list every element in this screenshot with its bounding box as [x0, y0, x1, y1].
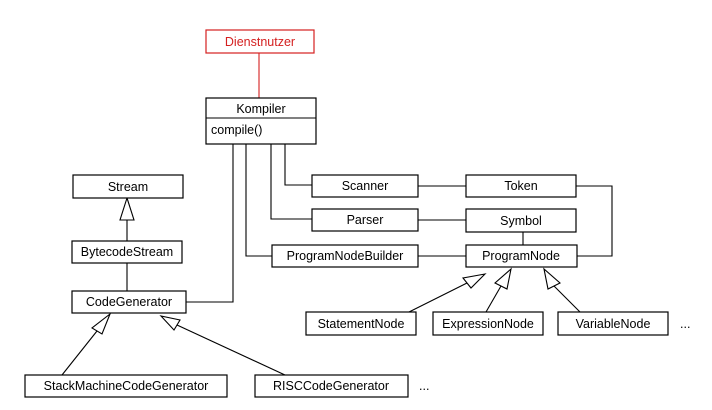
- scanner-box: [311, 174, 419, 198]
- kompiler-codegen-link: [186, 144, 234, 303]
- token-label: Token: [504, 179, 537, 193]
- class-dienstnutzer: Dienstnutzer: [205, 29, 315, 54]
- symbol-label: Symbol: [500, 214, 542, 228]
- symbol-box: [465, 208, 577, 233]
- statementnode-label: StatementNode: [318, 317, 405, 331]
- stream-generalization-arrow: [119, 196, 135, 221]
- stream-box: [72, 174, 184, 199]
- class-bytecodestream: BytecodeStream: [71, 240, 183, 264]
- risc-generalization-line: [176, 324, 286, 376]
- parser-box: [311, 208, 419, 232]
- programnodebuilder-box: [271, 244, 419, 268]
- class-programnodebuilder: ProgramNodeBuilder: [271, 244, 419, 268]
- risccodegenerator-label: RISCCodeGenerator: [273, 379, 389, 393]
- generalization-arrows: [91, 196, 561, 335]
- kompiler-label: Kompiler: [236, 102, 285, 116]
- variable-generalization-arrow: [543, 267, 561, 290]
- bytecodestream-box: [71, 240, 183, 264]
- stackmachine-generalization-arrow: [91, 312, 112, 335]
- kompiler-builder-link: [245, 144, 272, 257]
- dienstnutzer-box: [205, 29, 315, 54]
- class-kompiler: Kompiler compile(): [205, 97, 317, 145]
- expressionnode-label: ExpressionNode: [442, 317, 534, 331]
- codegenerator-box: [71, 290, 187, 314]
- class-stackmachinecodegenerator: StackMachineCodeGenerator: [24, 374, 228, 398]
- class-expressionnode: ExpressionNode: [432, 311, 544, 336]
- programnodebuilder-label: ProgramNodeBuilder: [287, 249, 404, 263]
- class-codegenerator: CodeGenerator: [71, 290, 187, 314]
- risccodegenerator-box: [254, 374, 409, 398]
- class-symbol: Symbol: [465, 208, 577, 233]
- kompiler-parser-link: [270, 144, 312, 220]
- token-programnode-link: [576, 185, 613, 257]
- risc-generalization-arrow: [159, 315, 181, 331]
- variablenode-box: [557, 311, 669, 336]
- code-generators-ellipsis: ...: [419, 379, 429, 393]
- kompiler-method: compile(): [211, 123, 262, 137]
- token-box: [465, 174, 577, 198]
- program-nodes-ellipsis: ...: [680, 317, 690, 331]
- class-programnode: ProgramNode: [465, 244, 578, 268]
- dienstnutzer-label: Dienstnutzer: [225, 35, 295, 49]
- kompiler-scanner-link: [284, 144, 312, 186]
- scanner-label: Scanner: [342, 179, 389, 193]
- expressionnode-box: [432, 311, 544, 336]
- class-token: Token: [465, 174, 577, 198]
- programnode-box: [465, 244, 578, 268]
- statement-generalization-line: [408, 282, 468, 313]
- expression-generalization-arrow: [494, 267, 512, 290]
- expression-generalization-line: [485, 285, 502, 313]
- stream-label: Stream: [108, 180, 148, 194]
- class-stream: Stream: [72, 174, 184, 199]
- class-risccodegenerator: RISCCodeGenerator: [254, 374, 409, 398]
- stackmachine-generalization-line: [61, 330, 98, 376]
- variable-generalization-line: [553, 285, 581, 313]
- class-variablenode: VariableNode: [557, 311, 669, 336]
- statementnode-box: [305, 311, 417, 336]
- bytecodestream-label: BytecodeStream: [81, 245, 173, 259]
- class-scanner: Scanner: [311, 174, 419, 198]
- stackmachinecodegenerator-box: [24, 374, 228, 398]
- class-parser: Parser: [311, 208, 419, 232]
- parser-label: Parser: [347, 213, 384, 227]
- codegenerator-label: CodeGenerator: [86, 295, 172, 309]
- stackmachinecodegenerator-label: StackMachineCodeGenerator: [44, 379, 209, 393]
- connectors: [61, 53, 613, 376]
- programnode-label: ProgramNode: [482, 249, 560, 263]
- statement-generalization-arrow: [461, 273, 487, 289]
- kompiler-box: [205, 97, 317, 145]
- class-statementnode: StatementNode: [305, 311, 417, 336]
- variablenode-label: VariableNode: [576, 317, 651, 331]
